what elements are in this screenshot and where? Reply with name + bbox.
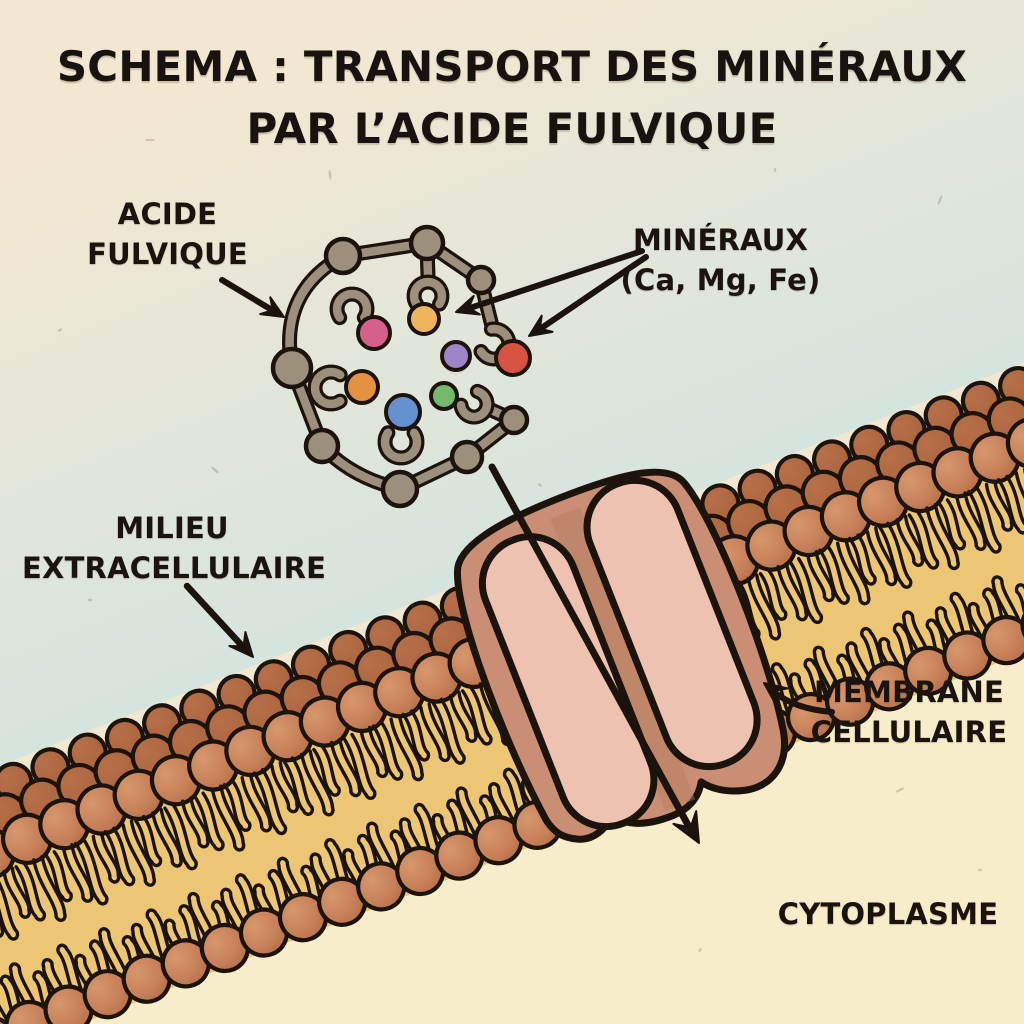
label-milieu-extracellulaire: MILIEU EXTRACELLULAIRE bbox=[22, 508, 327, 588]
arrow-mineraux-1 bbox=[455, 248, 645, 316]
paper-specks bbox=[58, 77, 983, 953]
label-mineraux-line1: MINÉRAUX bbox=[632, 223, 809, 257]
arrow-milieu bbox=[183, 582, 254, 658]
mineral-dot bbox=[384, 393, 422, 431]
label-membrane-cellulaire: MEMBRANE CELLULAIRE bbox=[793, 672, 1024, 752]
label-membrane-line1: MEMBRANE bbox=[813, 675, 1005, 709]
mineral-dot bbox=[429, 381, 459, 411]
label-mineraux-line2: (Ca, Mg, Fe) bbox=[620, 263, 821, 297]
label-cytoplasme-text: CYTOPLASME bbox=[777, 897, 999, 931]
mineral-dot bbox=[494, 339, 532, 377]
mineral-dot bbox=[356, 315, 392, 351]
mineral-dot bbox=[440, 340, 472, 372]
label-membrane-line2: CELLULAIRE bbox=[810, 715, 1008, 749]
arrow-mineraux-2 bbox=[528, 254, 649, 337]
label-acide-fulvique-line2: FULVIQUE bbox=[87, 237, 248, 271]
diagram-title-line2: PAR L’ACIDE FULVIQUE bbox=[246, 104, 778, 153]
label-cytoplasme: CYTOPLASME bbox=[768, 894, 1008, 934]
label-acide-fulvique: ACIDE FULVIQUE bbox=[40, 194, 295, 274]
label-milieu-line1: MILIEU bbox=[115, 511, 229, 545]
protein-lobe-left bbox=[478, 533, 658, 831]
arrow-membrane bbox=[763, 682, 835, 715]
label-acide-fulvique-line1: ACIDE bbox=[117, 197, 218, 231]
label-milieu-line2: EXTRACELLULAIRE bbox=[22, 551, 327, 585]
arrow-transport bbox=[488, 463, 700, 844]
mineral-dots bbox=[344, 302, 532, 431]
annotation-arrows bbox=[183, 248, 835, 844]
protein-lobe-right bbox=[583, 476, 761, 771]
mineral-dot bbox=[407, 302, 441, 336]
fulvic-acid-molecule bbox=[270, 224, 530, 509]
diagram-title-line1: SCHEMA : TRANSPORT DES MINÉRAUX bbox=[56, 42, 968, 91]
mineral-dot bbox=[344, 369, 380, 405]
label-mineraux: MINÉRAUX (Ca, Mg, Fe) bbox=[588, 220, 853, 300]
arrow-acide-fulvique bbox=[219, 277, 285, 318]
protein-channel bbox=[453, 468, 788, 843]
diagram-title: SCHEMA : TRANSPORT DES MINÉRAUX PAR L’AC… bbox=[0, 36, 1024, 160]
